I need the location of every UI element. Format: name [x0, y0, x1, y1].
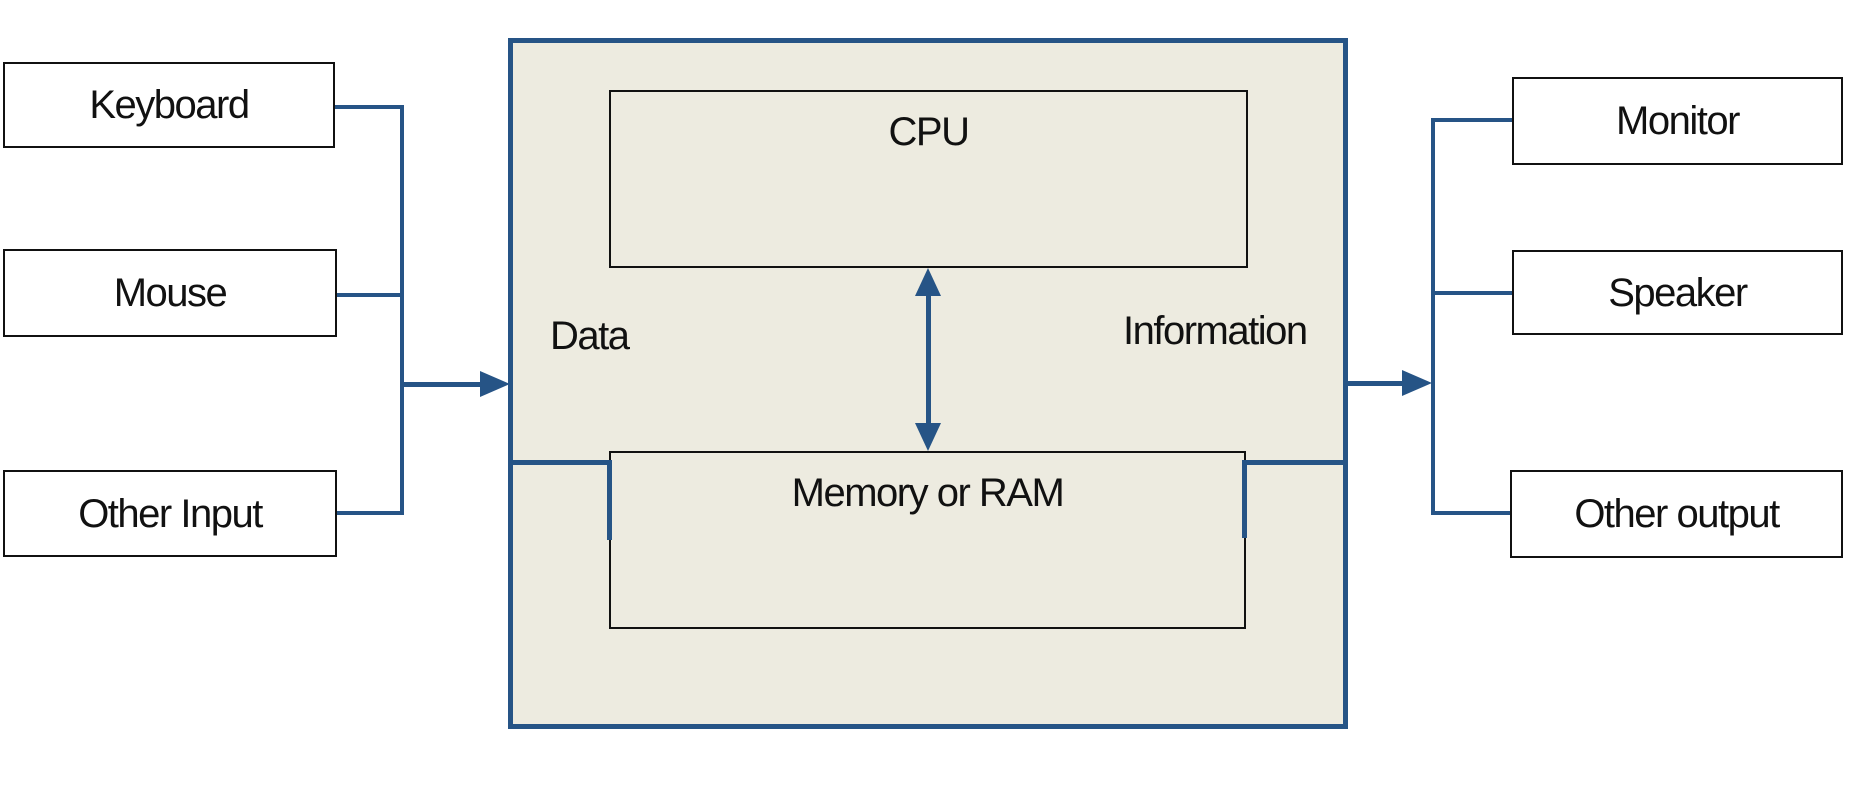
input-arrow-shaft: [402, 382, 482, 387]
other-input-connector-line: [337, 511, 404, 515]
speaker-connector-line: [1435, 291, 1512, 295]
monitor-label: Monitor: [1616, 99, 1740, 143]
input-arrowhead: [480, 371, 510, 397]
mouse-connector-line: [337, 293, 404, 297]
other-input-label: Other Input: [78, 491, 263, 536]
output-arrow-shaft: [1348, 381, 1408, 386]
memory-notch-right: [1242, 460, 1247, 538]
monitor-connector-line: [1435, 118, 1512, 122]
memory-divider-right: [1242, 460, 1348, 465]
data-label: Data: [550, 314, 630, 358]
mouse-label: Mouse: [113, 271, 228, 315]
cpu-memory-arrowhead-up: [915, 268, 941, 296]
speaker-box: Speaker: [1512, 250, 1843, 335]
output-arrowhead: [1402, 370, 1432, 396]
cpu-memory-arrow-shaft: [926, 293, 931, 426]
memory-divider-left: [510, 460, 612, 465]
cpu-label: CPU: [888, 110, 970, 154]
information-label: Information: [1123, 309, 1308, 353]
monitor-box: Monitor: [1512, 77, 1843, 165]
other-output-connector-line: [1435, 511, 1510, 515]
input-bus-line: [400, 105, 404, 515]
keyboard-label: Keyboard: [89, 83, 250, 127]
memory-notch-left: [607, 460, 612, 540]
other-input-box: Other Input: [3, 470, 337, 557]
mouse-box: Mouse: [3, 249, 337, 337]
cpu-box: CPU: [609, 90, 1248, 268]
speaker-label: Speaker: [1608, 270, 1748, 315]
other-output-label: Other output: [1574, 492, 1780, 536]
keyboard-box: Keyboard: [3, 62, 335, 148]
memory-label: Memory or RAM: [791, 471, 1065, 515]
output-bus-line: [1431, 118, 1435, 515]
cpu-memory-arrowhead-down: [915, 423, 941, 451]
other-output-box: Other output: [1510, 470, 1843, 558]
memory-box: Memory or RAM: [609, 451, 1246, 629]
keyboard-connector-line: [335, 105, 404, 109]
